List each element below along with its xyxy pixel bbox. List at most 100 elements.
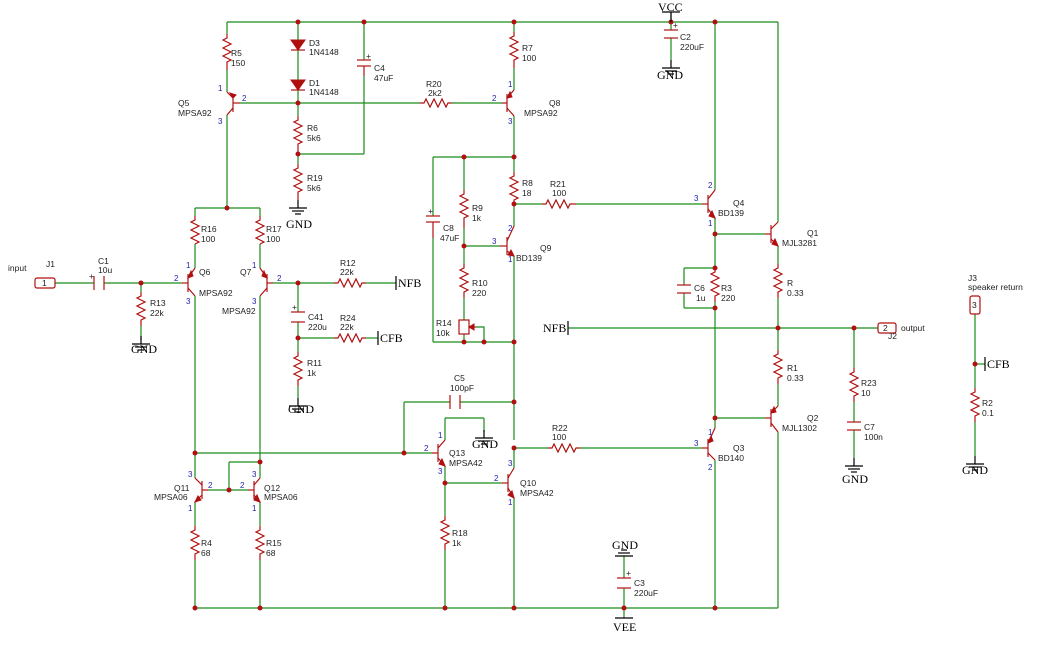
capacitor-ref: C41 xyxy=(308,312,324,322)
resistor-value: 5k6 xyxy=(307,183,321,193)
transistor-value: BD140 xyxy=(718,453,744,463)
resistor-ref: R9 xyxy=(472,203,483,213)
capacitor-value: 220u xyxy=(308,322,327,332)
capacitor-value: 220uF xyxy=(680,42,704,52)
net-label-cfb: CFB xyxy=(987,357,1010,371)
svg-text:2: 2 xyxy=(242,94,247,103)
resistor-ref: R8 xyxy=(522,178,533,188)
resistor-ref: R23 xyxy=(861,378,877,388)
transistor-ref: Q13 xyxy=(449,448,465,458)
svg-text:+: + xyxy=(626,568,631,578)
svg-text:3: 3 xyxy=(694,439,699,448)
diode-ref: D3 xyxy=(309,38,320,48)
resistor-value: 0.1 xyxy=(982,408,994,418)
transistor-ref: Q4 xyxy=(733,198,745,208)
svg-text:1: 1 xyxy=(508,498,513,507)
resistor-value: 1k xyxy=(472,213,482,223)
resistor-ref: R14 xyxy=(436,318,452,328)
gnd-label: GND xyxy=(472,437,498,451)
svg-text:2: 2 xyxy=(208,481,213,490)
svg-text:+: + xyxy=(89,271,94,281)
input-port-label: input xyxy=(8,263,27,273)
resistor-value: 68 xyxy=(266,548,276,558)
svg-text:1: 1 xyxy=(188,504,193,513)
connector-ref: J1 xyxy=(46,259,55,269)
resistor-ref: R13 xyxy=(150,298,166,308)
resistor-value: 1k xyxy=(307,368,317,378)
transistor-ref: Q1 xyxy=(807,228,819,238)
net-label-cfb: CFB xyxy=(380,331,403,345)
resistor-ref: R24 xyxy=(340,313,356,323)
svg-text:2: 2 xyxy=(508,224,513,233)
net-label-nfb: NFB xyxy=(543,321,566,335)
svg-text:2: 2 xyxy=(174,274,179,283)
resistor-value: 0.33 xyxy=(787,288,804,298)
transistor-value: MJL3281 xyxy=(782,238,817,248)
capacitor-symbols: + + + + + + xyxy=(89,20,861,589)
resistor-value: 22k xyxy=(340,322,354,332)
resistor-value: 220 xyxy=(721,293,735,303)
capacitor-ref: C3 xyxy=(634,578,645,588)
capacitor-ref: C5 xyxy=(454,373,465,383)
resistor-ref: R7 xyxy=(522,43,533,53)
svg-text:3: 3 xyxy=(694,194,699,203)
svg-text:3: 3 xyxy=(508,459,513,468)
capacitor-value: 10u xyxy=(98,265,112,275)
speaker-return-label: speaker return xyxy=(968,282,1023,292)
svg-text:2: 2 xyxy=(277,274,282,283)
connector-pin: 1 xyxy=(42,278,47,288)
capacitor-ref: C1 xyxy=(98,256,109,266)
svg-text:2: 2 xyxy=(240,481,245,490)
transistor-ref: Q6 xyxy=(199,267,211,277)
gnd-label: GND xyxy=(131,342,157,356)
svg-text:3: 3 xyxy=(252,470,257,479)
svg-text:+: + xyxy=(673,20,678,30)
resistor-ref: R16 xyxy=(201,224,217,234)
svg-text:1: 1 xyxy=(252,504,257,513)
gnd-label: GND xyxy=(286,217,312,231)
svg-text:3: 3 xyxy=(508,117,513,126)
transistor-ref: Q11 xyxy=(174,483,190,493)
connector-ref: J2 xyxy=(888,331,897,341)
resistor-ref: R19 xyxy=(307,173,323,183)
pin-numbers: 1 2 3 1 2 3 2 3 1 1 2 3 1 2 3 2 3 1 1 3 … xyxy=(174,80,713,513)
resistor-ref: R22 xyxy=(552,423,568,433)
resistor-value: 100 xyxy=(266,234,280,244)
svg-text:3: 3 xyxy=(218,117,223,126)
svg-text:+: + xyxy=(366,51,371,61)
resistor-value: 10 xyxy=(861,388,871,398)
resistor-ref: R21 xyxy=(550,179,566,189)
svg-text:1: 1 xyxy=(186,261,191,270)
transistor-ref: Q2 xyxy=(807,413,819,423)
capacitor-value: 1u xyxy=(696,293,706,303)
transistor-value: MPSA42 xyxy=(449,458,483,468)
transistor-ref: Q12 xyxy=(264,483,280,493)
svg-text:3: 3 xyxy=(492,237,497,246)
resistor-value: 2k2 xyxy=(428,88,442,98)
capacitor-ref: C4 xyxy=(374,63,385,73)
capacitor-ref: C8 xyxy=(443,223,454,233)
diode-symbols xyxy=(290,39,306,91)
transistor-value: MPSA06 xyxy=(154,492,188,502)
resistor-ref: R17 xyxy=(266,224,282,234)
gnd-label: GND xyxy=(842,472,868,486)
diode-value: 1N4148 xyxy=(309,87,339,97)
svg-text:1: 1 xyxy=(218,84,223,93)
transistor-symbols xyxy=(182,89,779,503)
junctions xyxy=(138,19,978,611)
resistor-value: 18 xyxy=(522,188,532,198)
capacitor-value: 220uF xyxy=(634,588,658,598)
transistor-ref: Q7 xyxy=(240,267,252,277)
diode-ref: D1 xyxy=(309,78,320,88)
connector-ref: J3 xyxy=(968,273,977,283)
resistor-symbols xyxy=(135,32,981,560)
transistor-value: MPSA92 xyxy=(524,108,558,118)
capacitor-value: 100n xyxy=(864,432,883,442)
resistor-ref: R1 xyxy=(787,363,798,373)
svg-text:3: 3 xyxy=(438,467,443,476)
resistor-ref: R11 xyxy=(307,358,322,368)
component-labels: R5 150 R6 5k6 R19 5k6 R20 2k2 R7 100 R8 … xyxy=(98,32,994,598)
net-label-vcc: VCC xyxy=(658,0,683,14)
resistor-ref: R xyxy=(787,278,793,288)
svg-text:3: 3 xyxy=(188,470,193,479)
